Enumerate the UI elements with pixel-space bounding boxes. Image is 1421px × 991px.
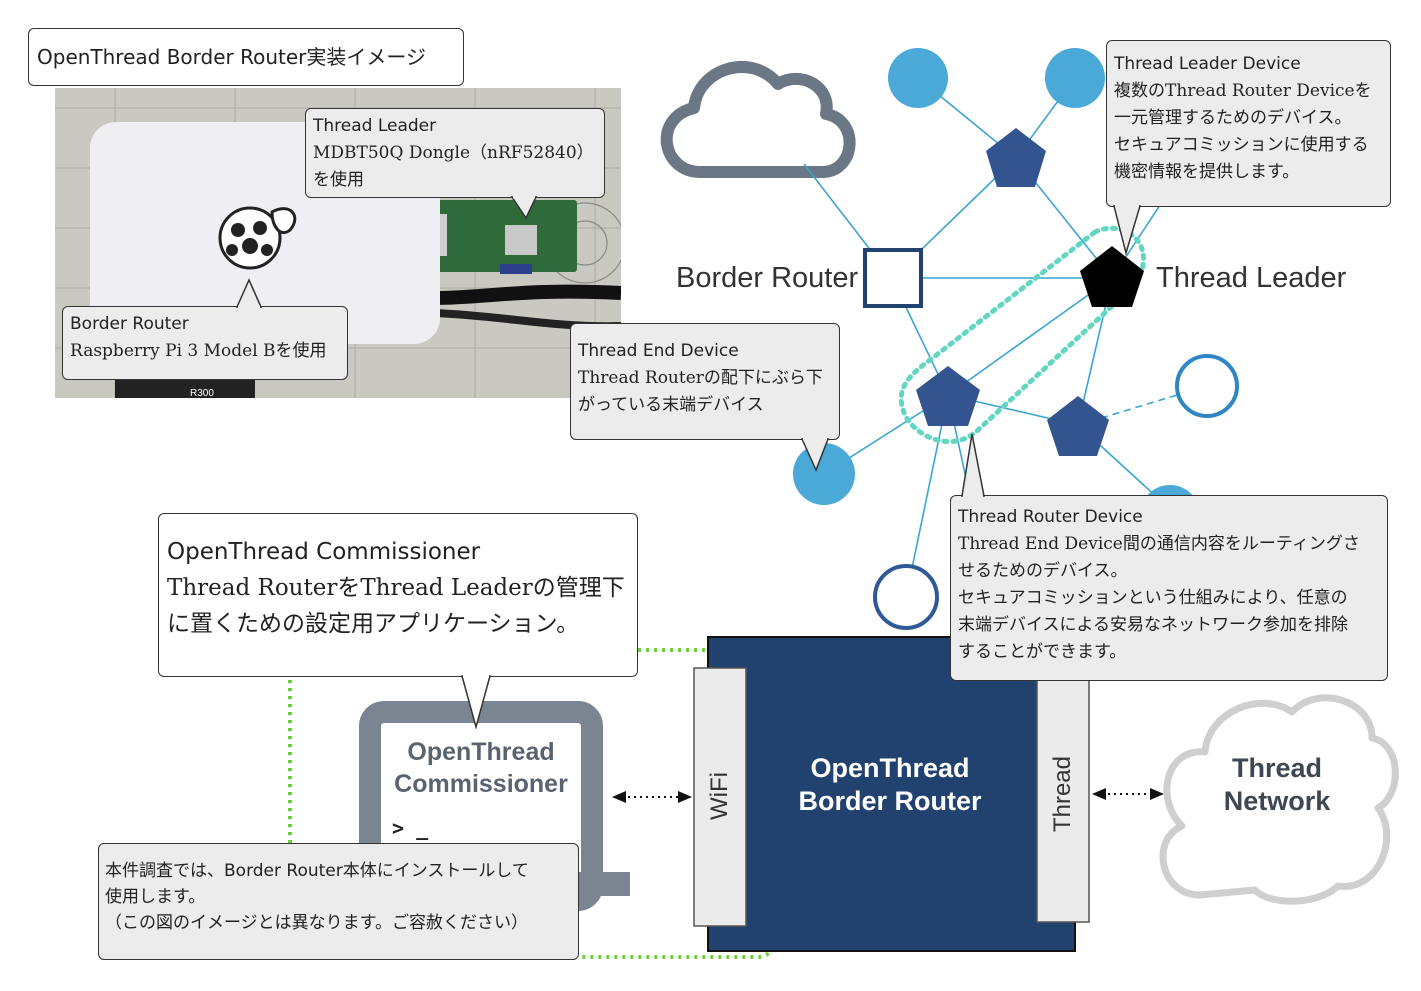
callout-text: することができます。 xyxy=(958,642,1127,662)
border-router-box xyxy=(707,636,1076,952)
sleepy-device-node xyxy=(1175,354,1239,418)
callout-heading: Thread Leader xyxy=(313,116,437,136)
end-device-node xyxy=(888,48,948,108)
arrow-head-icon xyxy=(678,791,692,803)
thread-network-cloud-icon xyxy=(1159,694,1399,905)
end-device-node xyxy=(793,443,855,505)
callout-tail xyxy=(461,675,491,730)
callout-text: Raspberry Pi 3 Model Bを使用 xyxy=(70,341,327,361)
callout-tail xyxy=(235,278,263,308)
thread-network-line: Thread xyxy=(1231,753,1323,783)
callout-text: セキュアコミッションという仕組みにより、任意の xyxy=(958,588,1348,608)
border-router-title-line: OpenThread xyxy=(810,753,970,783)
router-node xyxy=(916,366,980,426)
thread-end-device-callout: Thread End Device Thread Routerの配下にぶら下 が… xyxy=(570,323,840,440)
arrow-head-icon xyxy=(1150,788,1164,800)
callout-heading: OpenThread Commissioner xyxy=(167,539,481,565)
thread-leader-photo-callout: Thread Leader MDBT50Q Dongle（nRF52840） を… xyxy=(305,108,605,198)
callout-text: Thread End Device間の通信内容をルーティングさ xyxy=(958,534,1360,554)
laptop-title-line: OpenThread xyxy=(407,738,555,766)
install-note-callout: 本件調査では、Border Router本体にインストールして 使用します。 （… xyxy=(98,843,579,960)
callout-text: 末端デバイスによる安易なネットワーク参加を排除 xyxy=(958,615,1348,635)
thread-label: Thread xyxy=(1049,756,1076,833)
callout-tail xyxy=(961,433,985,497)
router-leader-highlight xyxy=(898,225,1147,444)
callout-text: Thread RouterをThread Leaderの管理下 xyxy=(167,575,625,601)
callout-text: を使用 xyxy=(313,170,364,190)
callout-heading: Thread Router Device xyxy=(958,507,1143,527)
callout-tail xyxy=(800,438,830,472)
border-router-node xyxy=(863,248,923,308)
callout-text: 機密情報を提供します。 xyxy=(1114,162,1300,182)
callout-text: せるためのデバイス。 xyxy=(958,561,1128,581)
callout-tail xyxy=(1113,205,1142,256)
callout-text: 複数のThread Router Deviceを xyxy=(1114,81,1372,101)
callout-text: セキュアコミッションに使用する xyxy=(1114,135,1369,155)
laptop-base xyxy=(578,872,630,896)
thread-router-device-callout: Thread Router Device Thread End Device間の… xyxy=(950,495,1388,681)
arrow-head-icon xyxy=(612,791,626,803)
end-device-node xyxy=(1045,48,1105,108)
wifi-panel xyxy=(693,667,747,927)
router-node xyxy=(986,128,1046,187)
callout-text: に置くための設定用アプリケーション。 xyxy=(167,611,580,637)
terminal-prompt: > _ xyxy=(392,816,429,840)
callout-text: 使用します。 xyxy=(105,887,206,907)
raspberry-pi-logo-icon xyxy=(218,206,297,270)
border-router-photo-callout: Border Router Raspberry Pi 3 Model Bを使用 xyxy=(62,306,348,380)
thread-leader-node xyxy=(1080,246,1144,307)
callout-heading: Border Router xyxy=(70,314,189,334)
callout-text: 本件調査では、Border Router本体にインストールして xyxy=(105,861,529,881)
router-node xyxy=(1047,396,1109,456)
commissioner-callout: OpenThread Commissioner Thread RouterをTh… xyxy=(158,513,638,677)
callout-text: Thread Routerの配下にぶら下 xyxy=(578,368,823,388)
callout-heading: Thread End Device xyxy=(578,341,739,361)
internet-cloud-icon xyxy=(660,61,856,178)
thread-leader-label: Thread Leader xyxy=(1156,262,1347,294)
callout-text: 一元管理するためのデバイス。 xyxy=(1114,108,1352,128)
border-router-title-line: Border Router xyxy=(798,786,982,816)
callout-text: がっている末端デバイス xyxy=(578,395,764,415)
callout-text: MDBT50Q Dongle（nRF52840） xyxy=(313,143,594,163)
thread-network-label: Thread Network xyxy=(1210,752,1344,818)
arrows xyxy=(622,793,1152,798)
diagram-title: OpenThread Border Router実装イメージ xyxy=(28,28,464,86)
board-mark: R300 xyxy=(190,388,214,398)
arrow-head-icon xyxy=(1092,788,1106,800)
thread-network-line: Network xyxy=(1223,786,1331,816)
callout-text: （この図のイメージとは異なります。ご容赦ください） xyxy=(105,913,528,933)
border-router-title: OpenThread Border Router xyxy=(762,752,1018,818)
laptop-title: OpenThread Commissioner xyxy=(384,736,578,800)
sleepy-device-node xyxy=(873,564,939,630)
border-router-label: Border Router xyxy=(676,262,859,294)
callout-tail xyxy=(510,196,538,220)
wifi-label: WiFi xyxy=(706,772,733,820)
thread-leader-device-callout: Thread Leader Device 複数のThread Router De… xyxy=(1106,40,1391,207)
thread-panel xyxy=(1036,671,1090,923)
laptop-title-line: Commissioner xyxy=(394,770,568,798)
callout-heading: Thread Leader Device xyxy=(1114,54,1301,74)
